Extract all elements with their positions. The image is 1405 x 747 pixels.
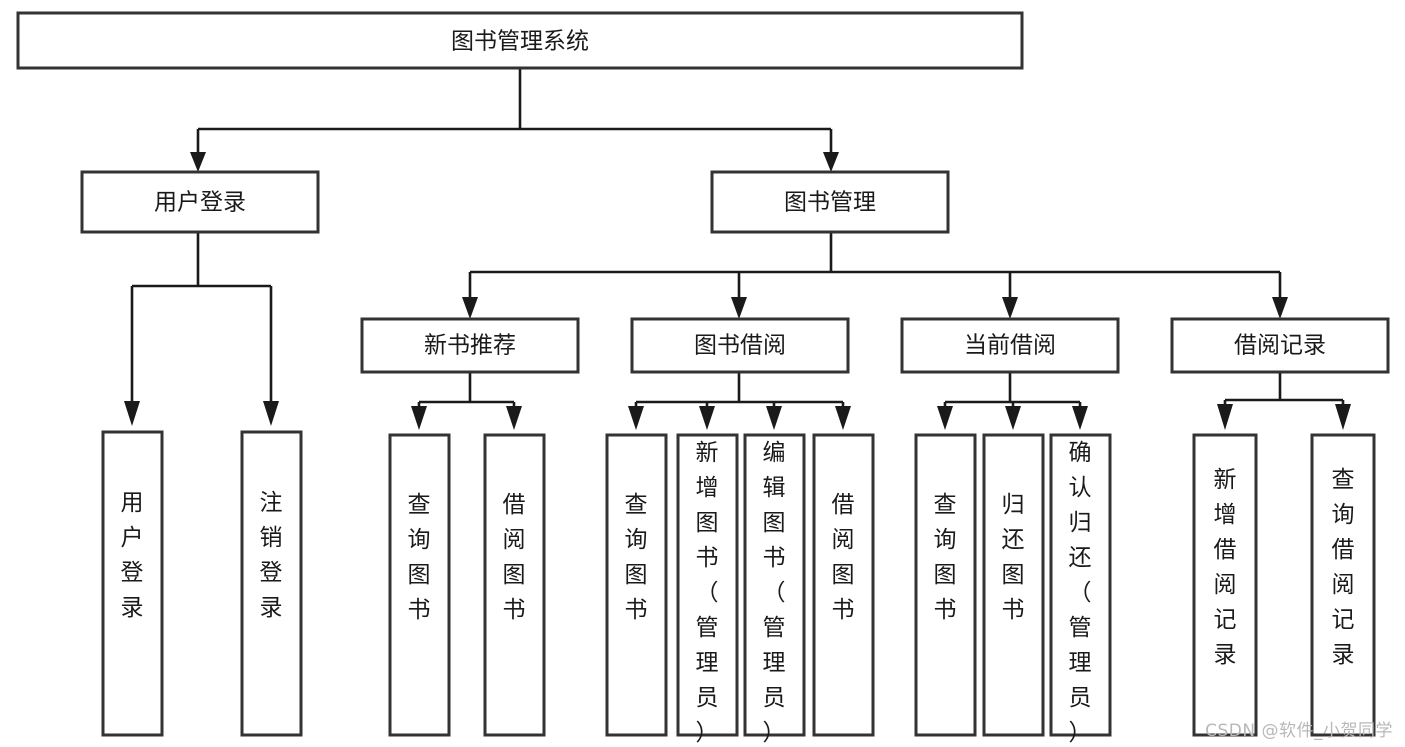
arrow-head-leaf-logout (263, 401, 279, 426)
leaf-user-login-label: 用户登录 (121, 490, 144, 621)
leaf-query-book-1-label: 查询图书 (408, 492, 431, 623)
node-root[interactable]: 图书管理系统 (16, 11, 1024, 70)
arrow-head-user-login (190, 152, 206, 172)
node-book-manage[interactable]: 图书管理 (710, 170, 950, 234)
leaf-confirm-return-label: 确认归还（管理员） (1069, 440, 1092, 746)
arrow-head-leaf-query-book-3 (937, 406, 953, 430)
node-current-borrow[interactable]: 当前借阅 (900, 317, 1120, 374)
leaf-user-login-box[interactable] (101, 430, 164, 737)
node-current-borrow-label: 当前借阅 (964, 333, 1056, 359)
arrow-head-leaf-add-book (699, 406, 715, 430)
leaf-query-book-1[interactable]: 查询图书 (388, 433, 451, 737)
node-new-book-recommend-box[interactable] (360, 317, 580, 374)
node-root-box[interactable] (16, 11, 1024, 70)
node-book-borrow-box[interactable] (630, 317, 850, 374)
leaf-query-book-3-box[interactable] (914, 433, 977, 737)
leaf-add-record-label: 新增借阅记录 (1214, 467, 1237, 668)
node-user-login-label: 用户登录 (154, 190, 246, 216)
node-new-book-recommend-label: 新书推荐 (424, 333, 516, 359)
leaf-query-book-2-label: 查询图书 (625, 492, 648, 623)
arrow-head-current-borrow (1002, 297, 1018, 319)
leaf-return-book[interactable]: 归还图书 (982, 433, 1045, 737)
leaf-add-book[interactable]: 新增图书（管理员） (676, 433, 739, 746)
leaf-add-book-box[interactable] (676, 433, 739, 737)
leaf-query-record[interactable]: 查询借阅记录 (1310, 433, 1376, 737)
node-book-manage-label: 图书管理 (784, 190, 876, 216)
leaf-query-book-3-label: 查询图书 (934, 492, 957, 623)
arrow-head-leaf-user-login (124, 401, 140, 426)
leaf-edit-book-label: 编辑图书（管理员） (763, 440, 786, 746)
node-root-label: 图书管理系统 (451, 29, 589, 55)
leaf-user-login[interactable]: 用户登录 (101, 430, 164, 737)
leaf-add-record-box[interactable] (1192, 433, 1258, 737)
arrow-head-leaf-query-record (1335, 404, 1351, 430)
arrow-head-book-manage (823, 152, 839, 172)
arrow-head-leaf-borrow-book-2 (835, 406, 851, 430)
leaf-logout-box[interactable] (240, 430, 303, 737)
leaf-query-book-2-box[interactable] (605, 433, 668, 737)
node-user-login[interactable]: 用户登录 (80, 170, 320, 234)
leaf-borrow-book-1[interactable]: 借阅图书 (483, 433, 546, 737)
leaf-query-book-2[interactable]: 查询图书 (605, 433, 668, 737)
leaf-add-book-label: 新增图书（管理员） (696, 440, 719, 746)
leaf-borrow-book-2-box[interactable] (812, 433, 875, 737)
leaf-query-record-label: 查询借阅记录 (1332, 467, 1355, 668)
leaf-borrow-book-1-box[interactable] (483, 433, 546, 737)
leaf-add-record[interactable]: 新增借阅记录 (1192, 433, 1258, 737)
node-borrow-record-box[interactable] (1170, 317, 1390, 374)
node-book-manage-box[interactable] (710, 170, 950, 234)
node-user-login-box[interactable] (80, 170, 320, 234)
leaf-borrow-book-2-label: 借阅图书 (832, 492, 855, 623)
arrow-head-book-borrow (731, 297, 747, 319)
arrow-head-new-book-recommend (462, 297, 478, 319)
leaf-confirm-return[interactable]: 确认归还（管理员） (1049, 433, 1112, 746)
leaf-edit-book-box[interactable] (743, 433, 806, 737)
leaf-borrow-book-2[interactable]: 借阅图书 (812, 433, 875, 737)
arrow-head-leaf-edit-book (766, 406, 782, 430)
arrow-head-leaf-add-record (1217, 404, 1233, 430)
node-borrow-record[interactable]: 借阅记录 (1170, 317, 1390, 374)
leaf-confirm-return-box[interactable] (1049, 433, 1112, 737)
arrow-head-leaf-query-book-2 (628, 406, 644, 430)
arrow-head-leaf-confirm-return (1072, 406, 1088, 430)
leaf-edit-book[interactable]: 编辑图书（管理员） (743, 433, 806, 746)
arrow-head-leaf-query-book-1 (411, 406, 427, 430)
leaf-borrow-book-1-label: 借阅图书 (503, 492, 526, 623)
node-current-borrow-box[interactable] (900, 317, 1120, 374)
node-book-borrow-label: 图书借阅 (694, 333, 786, 359)
arrow-head-leaf-borrow-book-1 (506, 406, 522, 430)
node-new-book-recommend[interactable]: 新书推荐 (360, 317, 580, 374)
arrow-head-leaf-return-book (1005, 406, 1021, 430)
leaf-query-book-3[interactable]: 查询图书 (914, 433, 977, 737)
leaf-return-book-label: 归还图书 (1002, 492, 1025, 623)
csdn-watermark: CSDN @软件_小贺同学 (1205, 721, 1393, 741)
leaf-query-record-box[interactable] (1310, 433, 1376, 737)
leaf-logout[interactable]: 注销登录 (240, 430, 303, 737)
leaf-return-book-box[interactable] (982, 433, 1045, 737)
leaf-logout-label: 注销登录 (260, 490, 283, 621)
node-borrow-record-label: 借阅记录 (1234, 333, 1326, 359)
node-book-borrow[interactable]: 图书借阅 (630, 317, 850, 374)
connectors (124, 68, 1351, 430)
leaf-query-book-1-box[interactable] (388, 433, 451, 737)
arrow-head-borrow-record (1272, 297, 1288, 319)
